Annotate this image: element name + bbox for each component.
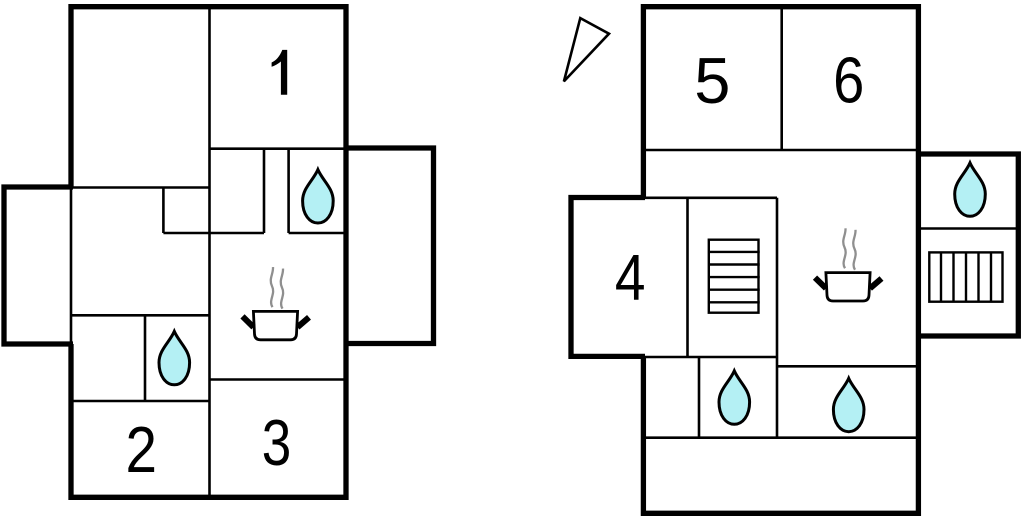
svg-text:2: 2 xyxy=(125,413,157,486)
svg-text:3: 3 xyxy=(262,406,292,479)
svg-text:6: 6 xyxy=(833,43,864,116)
svg-text:4: 4 xyxy=(615,241,646,314)
svg-text:5: 5 xyxy=(694,44,730,117)
